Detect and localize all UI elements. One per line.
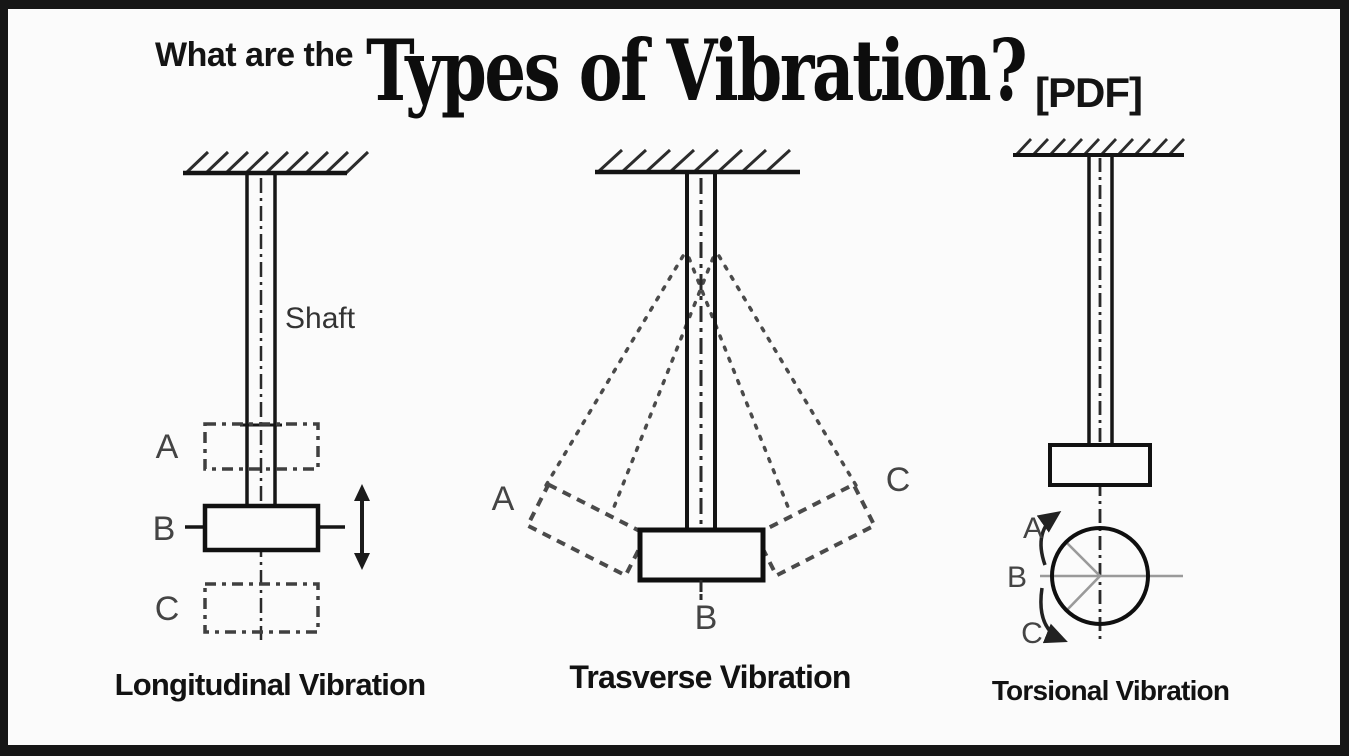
mass-position-a-rect [203, 422, 320, 471]
pdf-tag: [PDF] [1035, 69, 1143, 116]
bob-position-c-rect [752, 481, 878, 579]
transverse-diagram: A C B [492, 148, 911, 637]
position-c-label: C [886, 461, 911, 499]
header-prefix: What are the [155, 36, 354, 74]
rotation-arrow-ccw-icon [1036, 510, 1062, 566]
position-c-label: C [1021, 617, 1043, 650]
mass-position-b-rect [202, 503, 321, 553]
bob-position-b-rect [637, 527, 766, 583]
disc-front-circle [1050, 526, 1150, 626]
torsional-caption: Torsional Vibration [991, 675, 1230, 706]
torsional-diagram: A B C [1007, 138, 1186, 650]
deflected-shaft-dashes [543, 254, 859, 514]
disc-side-rect [1048, 443, 1152, 487]
bob-position-a-rect [524, 481, 650, 579]
shaft-outline [1087, 155, 1114, 446]
shaft-outline [245, 173, 277, 507]
shaft-outline [685, 172, 717, 531]
position-b-label: B [153, 510, 176, 548]
page-title: Types of Vibration? [366, 21, 1028, 120]
position-b-label: B [695, 599, 718, 637]
position-a-label: A [492, 480, 515, 518]
disc-radius-lines [1065, 541, 1101, 612]
position-a-label: A [156, 428, 179, 466]
longitudinal-diagram: Shaft A B C [153, 150, 370, 640]
position-a-label: A [1023, 512, 1043, 545]
mass-position-c-rect [203, 582, 320, 634]
shaft-label: Shaft [285, 302, 356, 335]
position-b-label: B [1007, 561, 1027, 594]
ceiling-hatching [184, 150, 370, 175]
ceiling-hatching [1014, 138, 1186, 156]
longitudinal-caption: Longitudinal Vibration [114, 667, 427, 702]
position-c-label: C [155, 590, 180, 628]
transverse-caption: Trasverse Vibration [569, 659, 851, 695]
ceiling-hatching [596, 148, 792, 174]
rotation-arrow-cw-icon [1039, 587, 1068, 644]
vertical-motion-arrow-icon [354, 484, 370, 570]
